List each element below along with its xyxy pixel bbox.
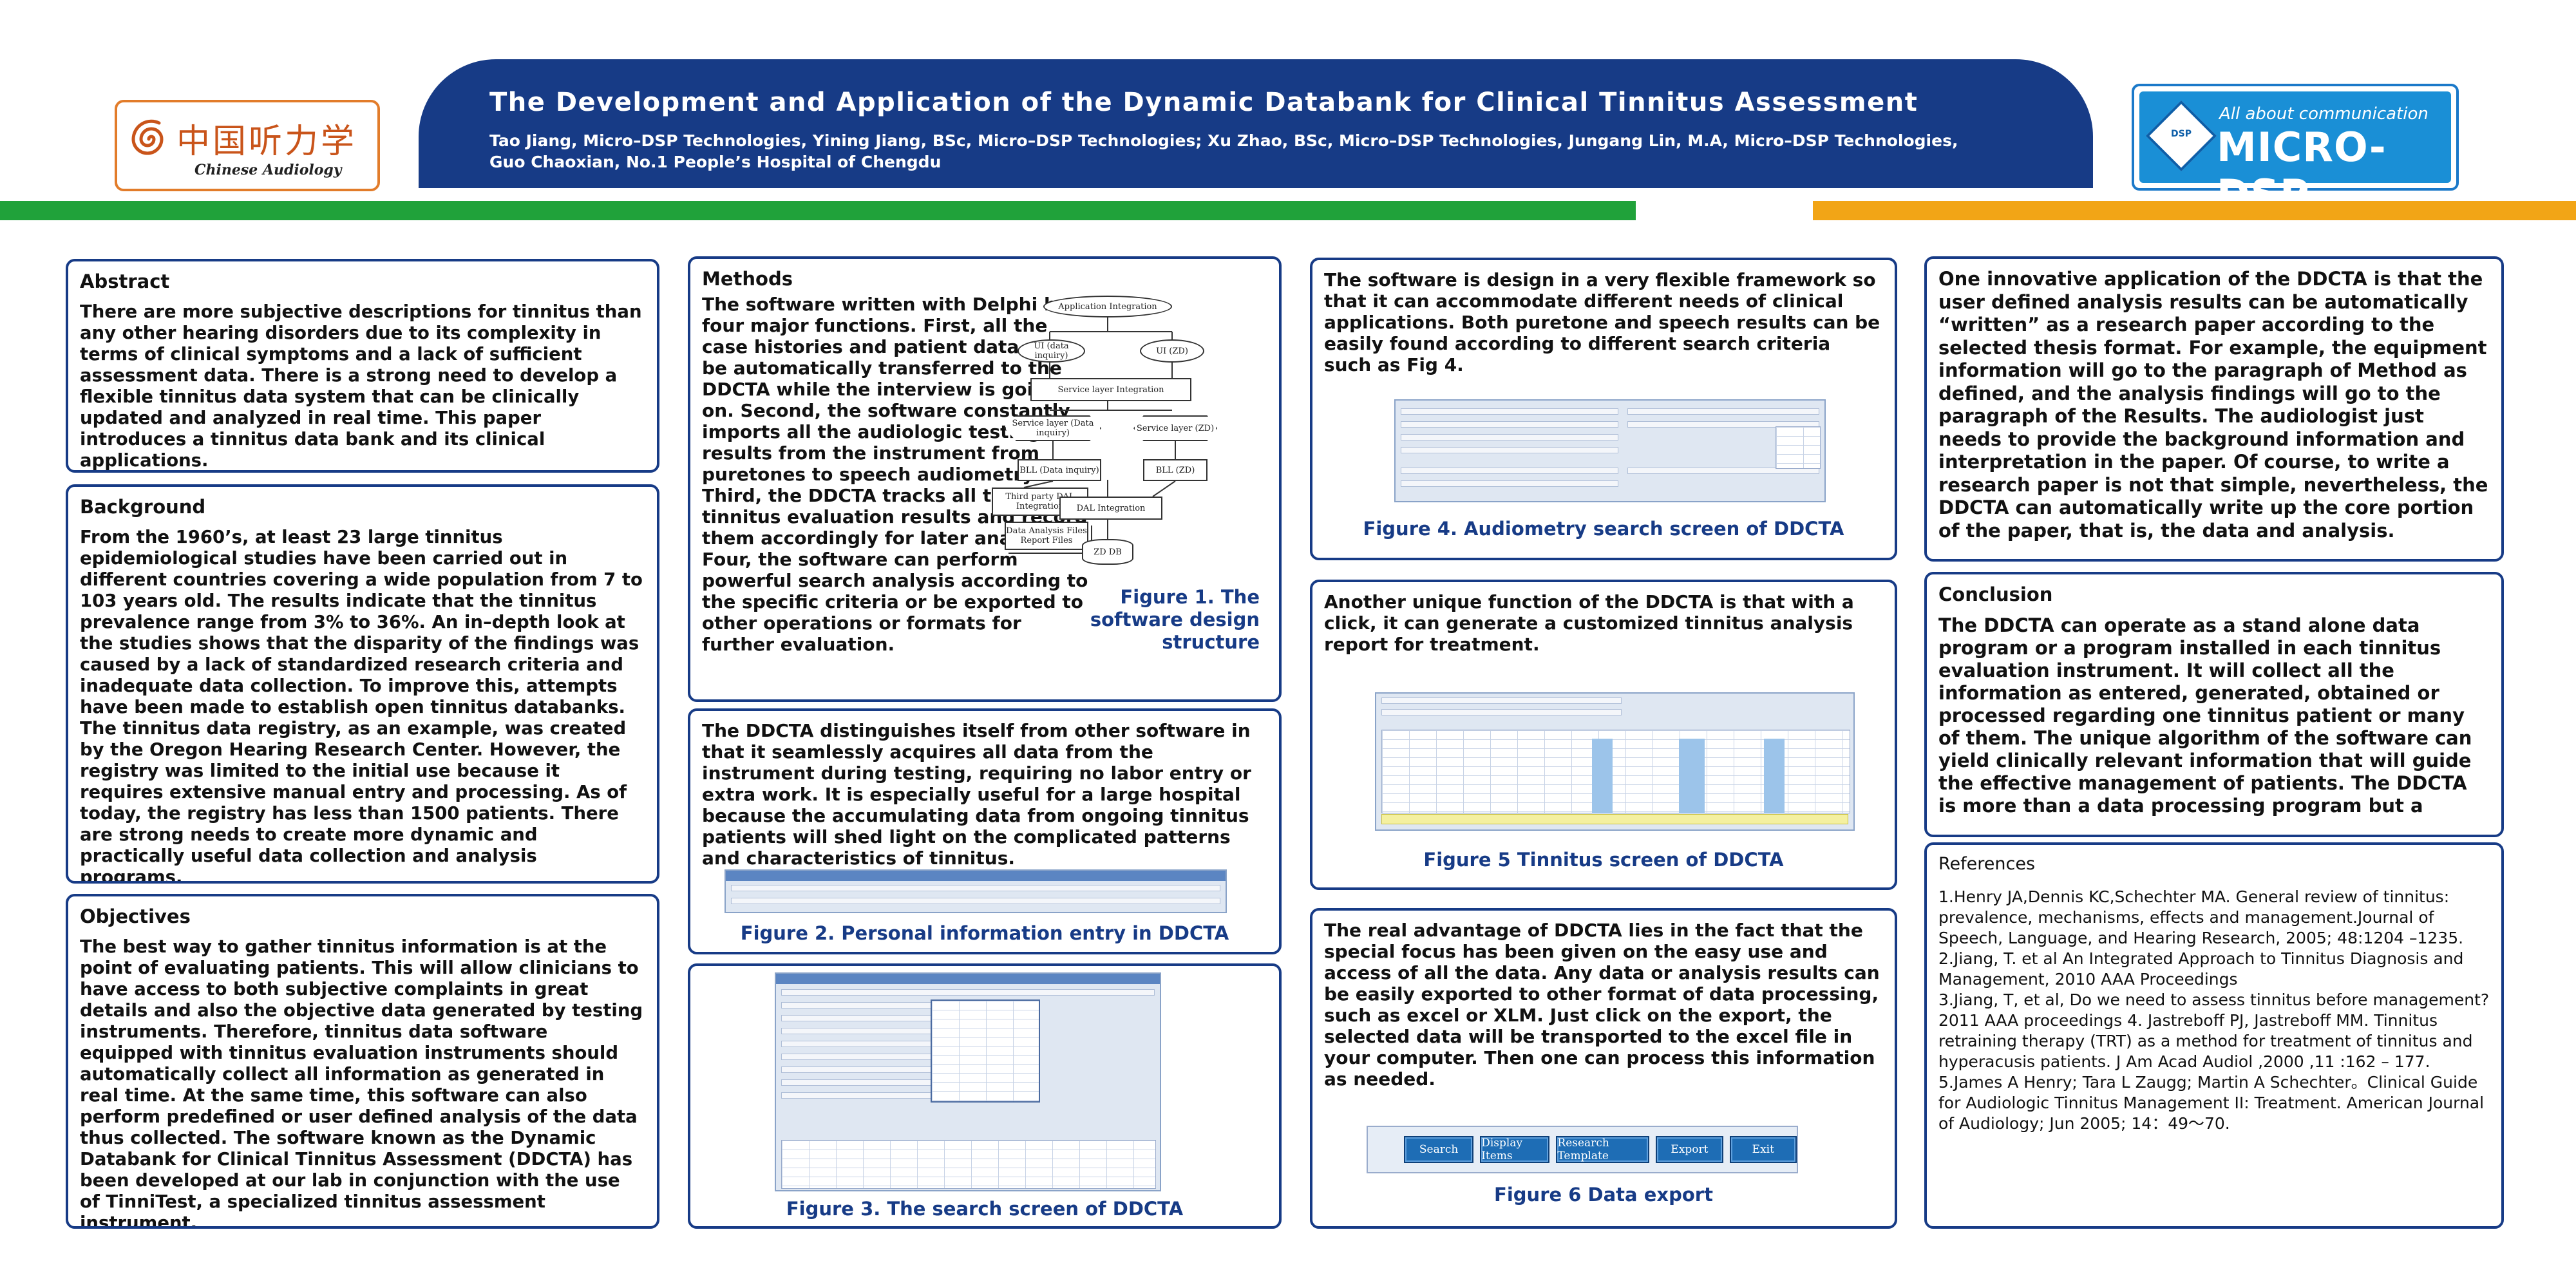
exit-button[interactable]: Exit bbox=[1729, 1136, 1797, 1163]
logo-brand: MICRO-DSP bbox=[2217, 124, 2387, 218]
yellow-divider-bar bbox=[1813, 201, 2576, 220]
diagram-node-application: Application Integration bbox=[1043, 296, 1172, 317]
green-divider-bar bbox=[0, 201, 1636, 220]
tinnitus-screen-screenshot bbox=[1375, 692, 1855, 831]
logo-tagline: All about communication bbox=[2219, 104, 2429, 124]
poster-title: The Development and Application of the D… bbox=[489, 88, 1918, 117]
objectives-heading: Objectives bbox=[80, 905, 191, 927]
diagram-node-bll-right: BLL (ZD) bbox=[1143, 459, 1208, 481]
diagram-node-files: Data Analysis Files Report Files bbox=[1005, 522, 1088, 550]
methods-text: The software written with Delphi has fou… bbox=[702, 294, 1088, 655]
poster-authors: Tao Jiang, Micro–DSP Technologies, Yinin… bbox=[489, 131, 1958, 171]
unique-text: Another unique function of the DDCTA is … bbox=[1324, 591, 1854, 655]
diagram-node-ui-left: UI (data inquiry) bbox=[1018, 339, 1085, 363]
software-structure-diagram: Application Integration UI (data inquiry… bbox=[992, 293, 1285, 570]
search-screen-screenshot bbox=[775, 972, 1161, 1191]
reference-item: 3.Jiang, T, et al, Do we need to assess … bbox=[1938, 990, 2490, 1071]
figure-5-caption: Figure 5 Tinnitus screen of DDCTA bbox=[1423, 849, 1784, 871]
background-panel: Background From the 1960’s, at least 23 … bbox=[66, 484, 659, 884]
methods-heading: Methods bbox=[702, 268, 793, 290]
abstract-heading: Abstract bbox=[80, 270, 170, 292]
display-items-button[interactable]: Display Items bbox=[1480, 1136, 1550, 1163]
reference-item: 2.Jiang, T. et al An Integrated Approach… bbox=[1938, 949, 2464, 989]
diagram-node-db: ZD DB bbox=[1082, 539, 1133, 565]
conclusion-panel: Conclusion The DDCTA can operate as a st… bbox=[1924, 572, 2504, 837]
conclusion-text: The DDCTA can operate as a stand alone d… bbox=[1938, 614, 2472, 817]
diagram-node-service-left: Service layer (Data inquiry) bbox=[1005, 415, 1101, 441]
background-text: From the 1960’s, at least 23 large tinni… bbox=[80, 527, 643, 884]
logo-english-text: Chinese Audiology bbox=[194, 162, 342, 178]
diagram-node-ui-right: UI (ZD) bbox=[1140, 339, 1204, 363]
reference-item: 1.Henry JA,Dennis KC,Schechter MA. Gener… bbox=[1938, 887, 2464, 947]
spiral-ear-icon bbox=[131, 119, 164, 155]
distinguish-panel: The DDCTA distinguishes itself from othe… bbox=[688, 708, 1282, 954]
export-panel: The real advantage of DDCTA lies in the … bbox=[1310, 908, 1897, 1229]
unique-panel: Another unique function of the DDCTA is … bbox=[1310, 580, 1897, 890]
abstract-text: There are more subjective descriptions f… bbox=[80, 301, 642, 471]
export-text: The real advantage of DDCTA lies in the … bbox=[1324, 920, 1880, 1090]
figure-2-caption: Figure 2. Personal information entry in … bbox=[740, 922, 1229, 944]
logo-small-text: DSP bbox=[2171, 129, 2192, 139]
distinguish-text: The DDCTA distinguishes itself from othe… bbox=[702, 720, 1251, 869]
objectives-text: The best way to gather tinnitus informat… bbox=[80, 936, 643, 1229]
audiometry-search-screenshot bbox=[1394, 399, 1826, 502]
research-template-button[interactable]: Research Template bbox=[1556, 1136, 1650, 1163]
conclusion-heading: Conclusion bbox=[1938, 583, 2053, 605]
title-band: The Development and Application of the D… bbox=[419, 59, 2093, 188]
chinese-audiology-logo: 中国听力学 Chinese Audiology bbox=[115, 100, 380, 191]
reference-item: 5.James A Henry; Tara L Zaugg; Martin A … bbox=[1938, 1073, 2485, 1133]
objectives-panel: Objectives The best way to gather tinnit… bbox=[66, 894, 659, 1229]
figure-1-caption: Figure 1. The software design structure bbox=[1090, 586, 1260, 653]
references-heading: References bbox=[1938, 854, 2036, 874]
diagram-node-service-integration: Service layer Integration bbox=[1030, 378, 1191, 401]
figure-6-caption: Figure 6 Data export bbox=[1494, 1184, 1713, 1206]
references-panel: References 1.Henry JA,Dennis KC,Schechte… bbox=[1924, 842, 2504, 1229]
diagram-connectors bbox=[1023, 317, 1176, 539]
figure-4-caption: Figure 4. Audiometry search screen of DD… bbox=[1363, 518, 1844, 540]
innovative-text: One innovative application of the DDCTA … bbox=[1938, 268, 2488, 542]
search-button[interactable]: Search bbox=[1404, 1136, 1474, 1163]
export-button[interactable]: Export bbox=[1656, 1136, 1723, 1163]
data-export-toolbar: Search Display Items Research Template E… bbox=[1367, 1126, 1798, 1173]
logo-chinese-text: 中国听力学 bbox=[176, 122, 357, 161]
innovative-panel: One innovative application of the DDCTA … bbox=[1924, 256, 2504, 562]
abstract-panel: Abstract There are more subjective descr… bbox=[66, 259, 659, 473]
background-heading: Background bbox=[80, 496, 206, 518]
references-list: 1.Henry JA,Dennis KC,Schechter MA. Gener… bbox=[1938, 887, 2490, 1134]
diagram-node-service-right: Service layer (ZD) bbox=[1133, 415, 1217, 441]
personal-info-screenshot bbox=[724, 869, 1227, 913]
diagram-node-dal: DAL Integration bbox=[1059, 497, 1162, 520]
figure-3-caption: Figure 3. The search screen of DDCTA bbox=[786, 1198, 1184, 1220]
flexible-text: The software is design in a very flexibl… bbox=[1324, 269, 1880, 375]
diagram-node-bll-left: BLL (Data inquiry) bbox=[1018, 459, 1101, 481]
micro-dsp-logo: DSP All about communication MICRO-DSP bbox=[2132, 84, 2459, 218]
